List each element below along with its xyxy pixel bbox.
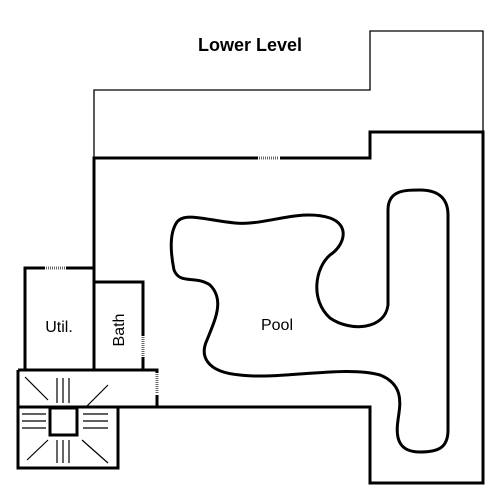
upper-deck-outline [93,30,484,158]
utility-door-opening[interactable] [45,265,66,271]
stair-treads [22,376,109,464]
stair-tread [24,376,49,401]
bath-label: Bath [111,314,128,347]
pool-outline [169,188,450,454]
stair-tread [84,384,109,409]
stair-walls [16,370,120,470]
pool-room-wall [92,130,485,485]
pool-label: Pool [261,317,293,334]
page-title: Lower Level [198,35,302,55]
hallway-walls [18,368,159,409]
stair-core [48,406,79,437]
bath-door-opening[interactable] [140,336,146,357]
util-label: Util. [45,319,73,336]
stair-tread [81,439,109,464]
stair-tread [26,439,49,461]
